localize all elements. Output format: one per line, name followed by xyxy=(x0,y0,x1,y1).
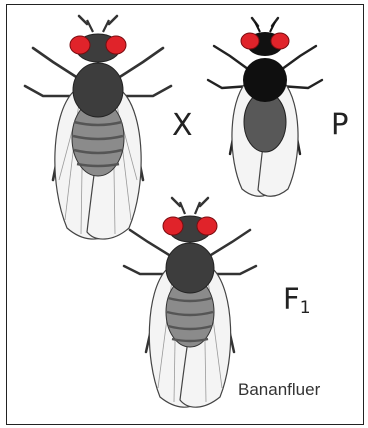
f1-generation-label: F1 xyxy=(283,285,311,317)
black-body-fly xyxy=(200,14,330,204)
parental-generation-label: P xyxy=(331,110,349,139)
cross-symbol: X xyxy=(172,111,193,141)
f1-label-base: F xyxy=(283,282,300,316)
caption: Bananfluer xyxy=(238,381,320,398)
f1-label-subscript: 1 xyxy=(300,298,311,318)
